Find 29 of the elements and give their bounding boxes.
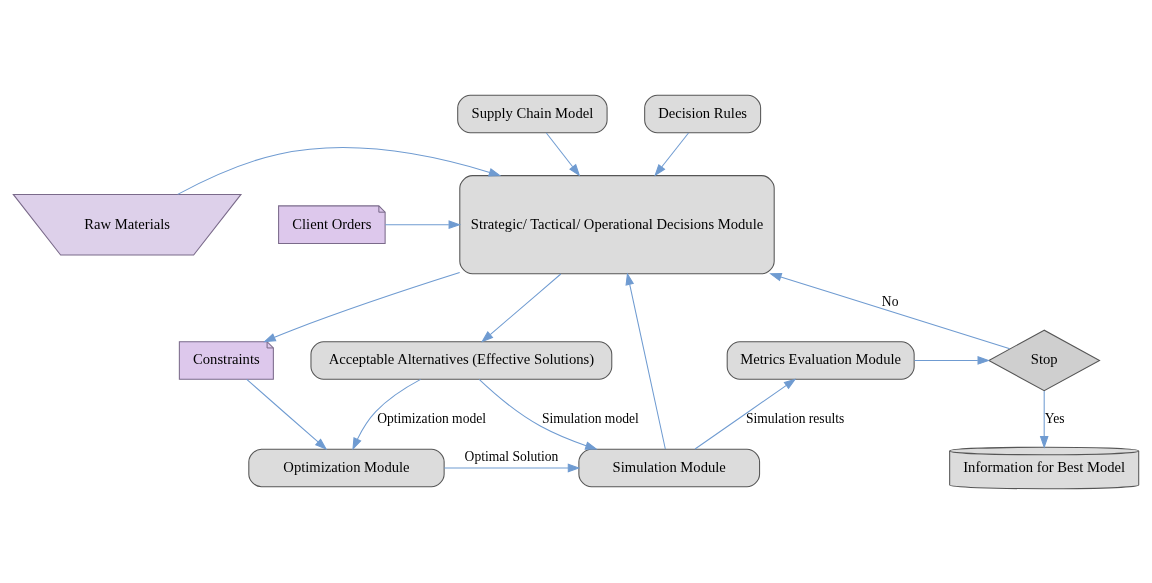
- node-diamond: Stop: [987, 329, 1101, 391]
- node-box: Supply Chain Model: [457, 94, 608, 133]
- arrow: [654, 131, 689, 176]
- node-box: Simulation Module: [578, 448, 761, 487]
- edge-label: Yes: [1044, 410, 1065, 426]
- edge-label: Optimal Solution: [464, 448, 559, 464]
- arrow: [1039, 389, 1049, 449]
- arrow: [443, 463, 581, 472]
- node-box: Metrics Evaluation Module: [726, 340, 915, 380]
- arrow: [263, 271, 461, 342]
- node-box: Optimization Module: [248, 448, 445, 487]
- arrow: [352, 378, 422, 450]
- arrow: [481, 273, 562, 343]
- edge-label: Simulation results: [745, 410, 845, 426]
- arrow: [914, 355, 991, 365]
- arrow: [384, 219, 462, 229]
- arrow: [177, 146, 502, 195]
- arrow: [545, 131, 581, 176]
- edge-label: No: [881, 293, 899, 309]
- edge-label: Simulation model: [541, 410, 639, 426]
- arrow: [625, 271, 666, 450]
- arrow: [246, 378, 328, 450]
- node-box: Strategic/ Tactical/ Operational Decisions Module: [459, 174, 775, 274]
- arrow: [769, 272, 1011, 349]
- arrow: [694, 378, 797, 449]
- edge-label: Optimization model: [377, 410, 487, 426]
- node-box: Decision Rules: [644, 94, 762, 133]
- arrow: [478, 378, 598, 450]
- node-box: Acceptable Alternatives (Effective Solutions): [310, 340, 613, 380]
